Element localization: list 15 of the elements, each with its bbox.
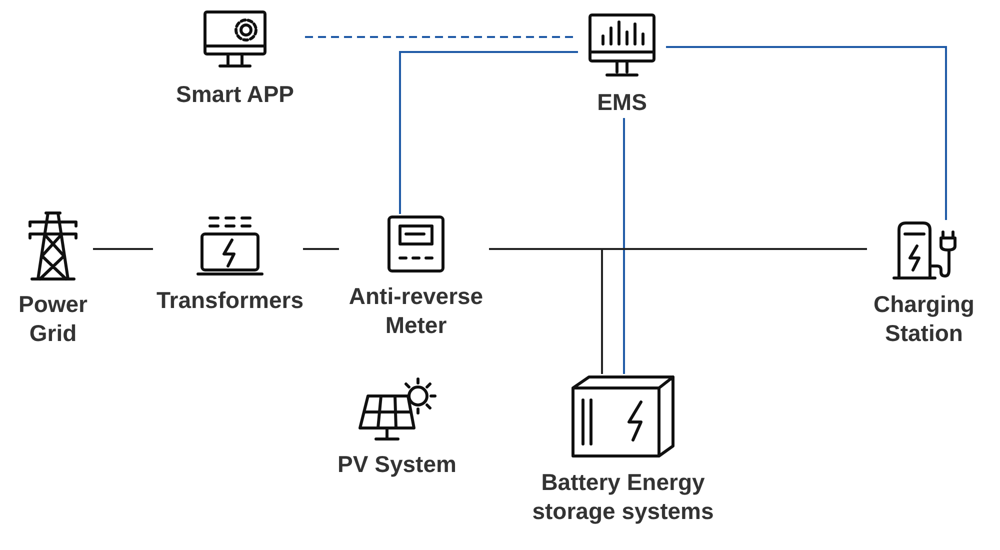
- node-label: Power Grid: [17, 290, 89, 348]
- connector-line: [666, 46, 947, 220]
- node-label: Smart APP: [174, 80, 296, 109]
- node-label: Anti-reverse Meter: [348, 282, 484, 340]
- node-label: Charging Station: [872, 290, 976, 348]
- connector-line: [303, 248, 339, 250]
- node-label: Transformers: [155, 286, 304, 315]
- node-label: Battery Energy storage systems: [531, 468, 715, 526]
- connector-line: [494, 248, 603, 374]
- node-label: PV System: [336, 450, 458, 479]
- connector-line: [93, 248, 153, 250]
- connector-line: [623, 118, 625, 374]
- connector-line: [489, 248, 867, 250]
- node-label: EMS: [596, 88, 648, 117]
- connector-line: [399, 51, 578, 214]
